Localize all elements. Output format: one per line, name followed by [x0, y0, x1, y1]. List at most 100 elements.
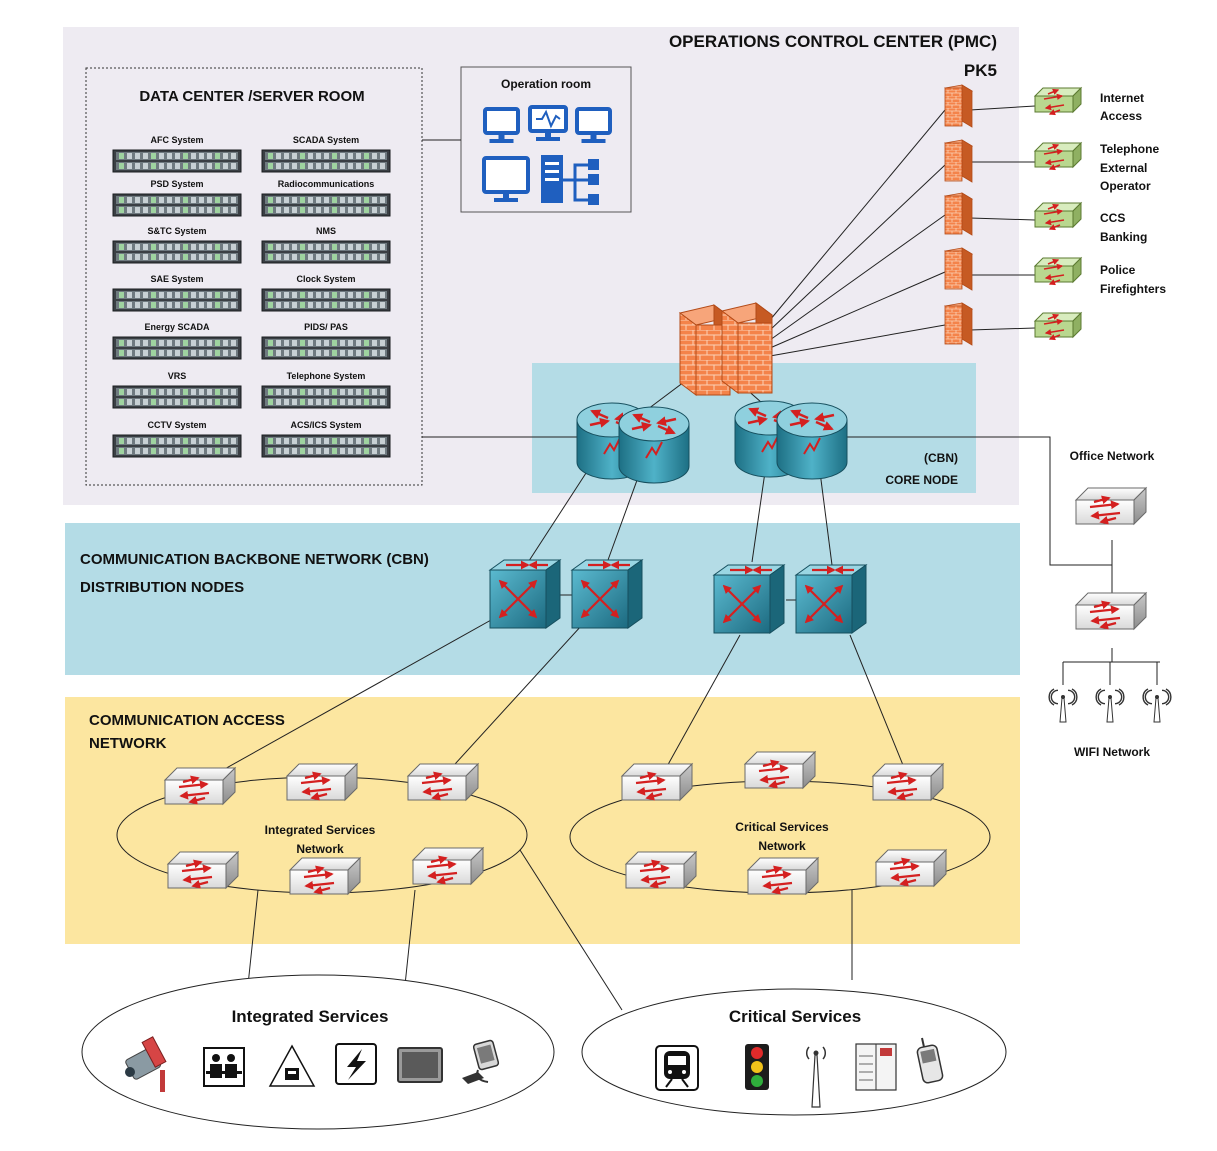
wifi-antenna-icon: [1095, 688, 1125, 723]
access-switch-icon: [743, 750, 817, 790]
radio-antenna-icon: [805, 1046, 827, 1108]
help-point-icon: [203, 1047, 245, 1087]
server-rack-icon: [112, 288, 242, 312]
external-label-2-line2: Banking: [1100, 230, 1147, 244]
server-tower-icon: [541, 155, 599, 205]
external-switch-icon: [1033, 86, 1083, 116]
server-label: Energy SCADA: [144, 322, 210, 332]
wifi-antenna-icon: [1048, 688, 1078, 723]
monitor-icon: [482, 156, 530, 202]
train-icon: [655, 1045, 699, 1091]
external-label-0-line1: Internet: [1100, 91, 1144, 105]
server-rack-icon: [261, 240, 391, 264]
office-switch-icon: [1074, 591, 1148, 631]
pmc-subtitle: PK5: [964, 61, 997, 80]
external-label-2-line1: CCS: [1100, 211, 1125, 225]
external-firewall-icon: [943, 302, 974, 346]
external-switch-icon: [1033, 256, 1083, 286]
server-label: SAE System: [150, 274, 203, 284]
wifi-network-label: WIFI Network: [1074, 745, 1150, 759]
distribution-switch-icon: [794, 564, 868, 634]
access-switch-icon: [620, 762, 694, 802]
external-switch-icon: [1033, 311, 1083, 341]
monitor-icon: [483, 107, 520, 143]
external-firewall-icon: [943, 247, 974, 291]
distribution-switch-icon: [570, 559, 644, 629]
operation-room-icons: [482, 105, 612, 205]
access-switch-icon: [874, 848, 948, 888]
server-rack-icon: [261, 336, 391, 360]
server-rack-icon: [112, 193, 242, 217]
critical-services-title: Critical Services: [729, 1007, 861, 1026]
access-switch-icon: [624, 850, 698, 890]
external-switch-icon: [1033, 141, 1083, 171]
critical-ring-label-2: Network: [758, 839, 806, 853]
server-label: ACS/ICS System: [290, 420, 361, 430]
server-label: S&TC System: [147, 226, 206, 236]
pmc-title: OPERATIONS CONTROL CENTER (PMC): [669, 32, 997, 51]
server-rack-icon: [112, 336, 242, 360]
office-switch-icon: [1074, 486, 1148, 526]
server-label: NMS: [316, 226, 336, 236]
server-label: PIDS/ PAS: [304, 322, 348, 332]
access-subtitle: NETWORK: [89, 735, 167, 752]
access-switch-icon: [166, 850, 240, 890]
electrical-cabinet-icon: [855, 1043, 897, 1091]
external-switch-icon: [1033, 201, 1083, 231]
external-firewall-icon: [943, 84, 974, 128]
server-label: Clock System: [296, 274, 355, 284]
server-label: PSD System: [150, 179, 203, 189]
firewalls: [678, 84, 974, 396]
server-rack-icon: [112, 149, 242, 173]
server-rack-icon: [112, 385, 242, 409]
server-rack-icon: [112, 240, 242, 264]
server-label: AFC System: [150, 135, 203, 145]
core-router-icon: [618, 406, 690, 484]
server-rack-icon: [261, 149, 391, 173]
access-title: COMMUNICATION ACCESS: [89, 712, 285, 729]
integrated-services-cloud: [81, 974, 555, 1130]
external-label-3-line1: Police: [1100, 263, 1136, 277]
warning-sign-icon: [268, 1044, 316, 1087]
distribution-switch-icon: [488, 559, 562, 629]
server-label: CCTV System: [147, 420, 206, 430]
external-label-0-line2: Access: [1100, 109, 1142, 123]
integrated-ring-label-1: Integrated Services: [265, 823, 376, 837]
server-label: SCADA System: [293, 135, 359, 145]
waveform-monitor-icon: [528, 105, 568, 141]
access-zone: [65, 697, 1020, 944]
access-switch-icon: [288, 856, 362, 896]
office-network-label: Office Network: [1070, 449, 1155, 463]
high-voltage-icon: [335, 1043, 377, 1085]
access-switch-icon: [163, 766, 237, 806]
distribution-switch-icon: [712, 564, 786, 634]
server-rack-icon: [112, 434, 242, 458]
server-label: VRS: [168, 371, 187, 381]
core-routers: [576, 400, 848, 484]
ticket-terminal-icon: [462, 1039, 500, 1084]
integrated-ring-label-2: Network: [296, 842, 344, 856]
external-label-1-line3: Operator: [1100, 179, 1151, 193]
display-screen-icon: [397, 1047, 443, 1083]
server-rack-icon: [261, 288, 391, 312]
service-icons: [125, 1036, 944, 1108]
monitor-icon: [575, 107, 612, 143]
core-firewall-icon: [720, 302, 774, 394]
server-rack-icon: [261, 193, 391, 217]
core-node-line2: CORE NODE: [885, 473, 958, 487]
server-label: Telephone System: [287, 371, 366, 381]
critical-ring-label-1: Critical Services: [735, 820, 829, 834]
traffic-light-icon: [745, 1044, 769, 1090]
external-firewall-icon: [943, 192, 974, 236]
wifi-access-points: [1048, 688, 1172, 723]
server-rack-icon: [261, 434, 391, 458]
access-switch-icon: [871, 762, 945, 802]
cctv-camera-icon: [125, 1036, 167, 1092]
wifi-antenna-icon: [1142, 688, 1172, 723]
access-switch-icon: [406, 762, 480, 802]
backbone-title: COMMUNICATION BACKBONE NETWORK (CBN): [80, 551, 429, 568]
distribution-switches: [488, 559, 868, 634]
access-switch-icon: [746, 856, 820, 896]
